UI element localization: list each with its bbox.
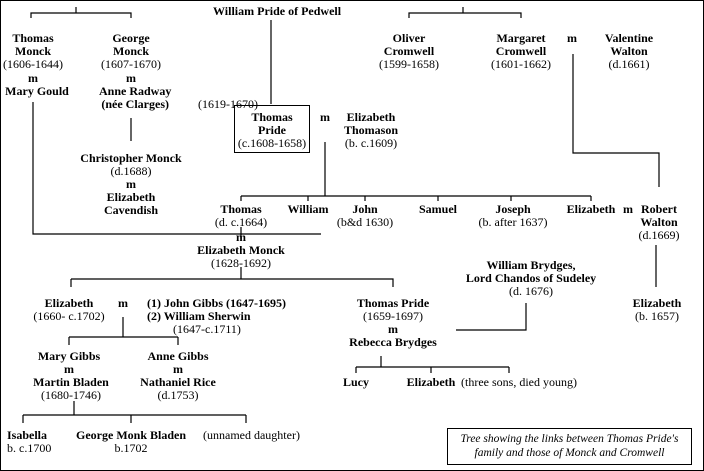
connector-pride-jr-children [355,356,510,373]
person-thomas-pride-jr: Thomas Pride (1659-1697) [356,296,430,323]
tree-caption: Tree showing the links between Thomas Pr… [447,428,692,465]
marriage-mark: m [236,230,246,244]
name: Thomas Monck [12,31,54,58]
person-thomas-pride: Thomas Pride (c.1608-1658) [237,110,307,150]
person-john-gibbs: (1) John Gibbs (1647-1695) [147,296,287,310]
person-lucy: Lucy [342,375,370,389]
marriage-mark: m [623,202,633,216]
marriage-mark: m [173,362,183,376]
connector-gibbs-children [68,317,179,345]
person-elizabeth-walton: Elizabeth (b. 1657) [632,296,682,323]
person-john-son: John (b&d 1630) [336,202,394,229]
person-anne-gibbs: Anne Gibbs [147,349,209,363]
marriage-mark: m [126,71,136,85]
person-george-monk-bladen: George Monk Bladen b.1702 [76,428,186,455]
person-rebecca-brydges: Rebecca Brydges [349,335,437,349]
person-isabella: Isabella b. c.1700 [7,428,52,455]
person-samuel-son: Samuel [418,202,458,216]
connector-cromwell-siblings [408,7,522,18]
connector-gen3 [70,267,394,287]
person-christopher-monck: Christopher Monck (d.1688) [80,151,182,178]
person-elizabeth-monck: Elizabeth Monck (1628-1692) [197,243,285,270]
marriage-mark: m [567,31,577,45]
connector-walton-son [572,54,660,187]
person-robert-walton: Robert Walton (d.1669) [638,202,680,242]
person-nathaniel-rice: Nathaniel Rice (d.1753) [140,375,216,402]
marriage-mark: m [64,362,74,376]
person-oliver-cromwell: Oliver Cromwell (1599-1658) [379,31,439,71]
anne-radway-dates: (1619-1670) [198,97,258,111]
person-mary-gibbs: Mary Gibbs [37,349,101,363]
connector-bladen-children [22,401,247,423]
marriage-mark: m [388,322,398,336]
person-martin-bladen: Martin Bladen (1680-1746) [33,375,109,402]
person-valentine-walton: Valentine Walton (d.1661) [604,31,654,71]
person-william-pride-pedwell: William Pride of Pedwell [213,4,342,18]
marriage-mark: m [126,177,136,191]
unnamed-daughter-note: (unnamed daughter) [203,428,300,442]
person-margaret-cromwell: Margaret Cromwell (1601-1662) [491,31,551,71]
person-elizabeth-gen3: Elizabeth (1660- c.1702) [33,296,105,323]
person-william-brydges: William Brydges, Lord Chandos of Sudeley… [465,258,597,298]
william-sherwin-dates: (1647-c.1711) [173,322,241,336]
person-thomas-son: Thomas (d. c.1664) [214,202,268,229]
person-anne-radway: Anne Radway (née Clarges) [99,84,172,111]
marriage-mark: m [28,71,38,85]
person-william-sherwin: (2) William Sherwin [147,309,251,323]
connector-monck-siblings [30,7,132,18]
three-sons-note: (three sons, died young) [461,375,577,389]
person-elizabeth-daughter: Elizabeth [566,202,616,216]
person-elizabeth-gen4: Elizabeth [406,375,456,389]
person-william-son: William [287,202,329,216]
person-joseph-son: Joseph (b. after 1637) [478,202,548,229]
person-elizabeth-thomason: Elizabeth Thomason (b. c.1609) [343,110,399,150]
connector-brydges-daughter [456,303,527,331]
marriage-mark: m [118,296,128,310]
dates: (1606-1644) [3,57,63,71]
person-mary-gould: Mary Gould [5,84,69,98]
marriage-mark: m [320,110,330,124]
thomas-pride-highlight-box [234,105,310,153]
person-thomas-monck: Thomas Monck (1606-1644) [3,32,63,71]
connector-pride-children [240,142,592,201]
person-elizabeth-cavendish: Elizabeth Cavendish [103,190,159,217]
person-george-monck: George Monck (1607-1670) [101,31,161,71]
connector-thomas-monck-daughter [32,102,321,235]
